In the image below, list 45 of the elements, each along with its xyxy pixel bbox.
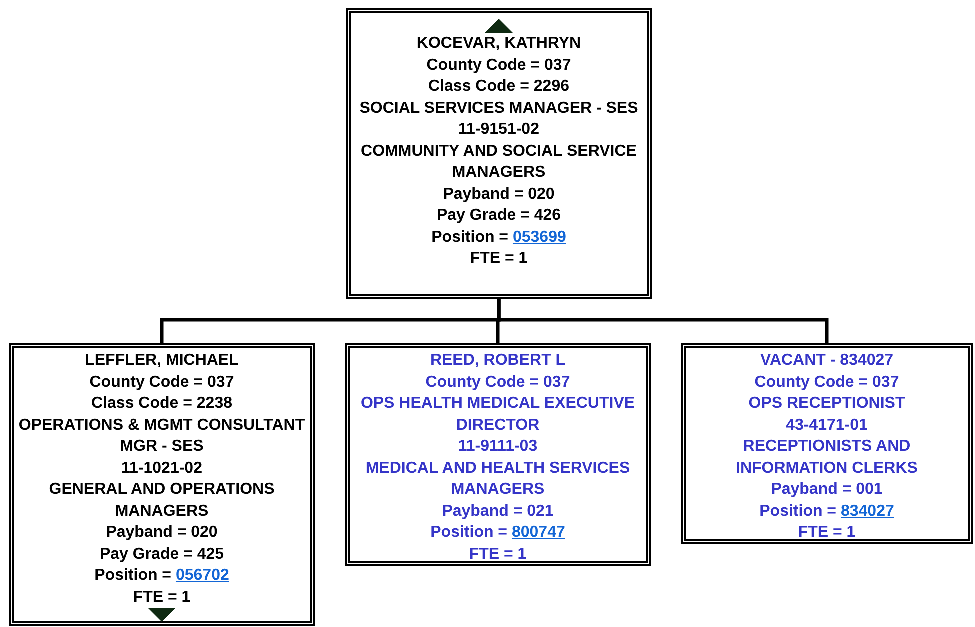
card-text: MEDICAL AND HEALTH SERVICES MANAGERS — [364, 458, 632, 500]
position-label: Position = — [94, 567, 172, 584]
card-text: County Code = 037 — [426, 56, 572, 76]
position-label: Position = — [430, 524, 508, 541]
employee-name: REED, ROBERT L — [429, 351, 567, 371]
card-text: SOCIAL SERVICES MANAGER - SES — [358, 98, 640, 118]
card-text: FTE = 1 — [797, 523, 857, 543]
position-link: 053699 — [512, 228, 566, 246]
employee-card — [9, 343, 315, 626]
card-text: RECEPTIONISTS AND INFORMATION CLERKS — [735, 437, 919, 478]
position-link: 834027 — [840, 502, 894, 520]
card-text: Payband = 020 — [105, 523, 219, 543]
card-text: County Code = 037 — [424, 372, 572, 392]
card-text: Payband = 021 — [441, 502, 555, 522]
employee-name: KOCEVAR, KATHRYN — [416, 34, 582, 54]
card-text: 11-1021-02 — [120, 458, 204, 478]
card-text: 43-4171-01 — [785, 416, 869, 436]
card-text: FTE = 1 — [469, 249, 529, 269]
card-text: FTE = 1 — [468, 544, 528, 564]
card-text: OPERATIONS & MGMT CONSULTANT MGR - SES — [18, 416, 306, 457]
position-link: 800747 — [512, 524, 566, 541]
card-text: County Code = 037 — [88, 372, 236, 392]
card-text: Pay Grade = 425 — [98, 544, 226, 564]
card-text: GENERAL AND OPERATIONS MANAGERS — [48, 480, 276, 522]
card-text: FTE = 1 — [132, 588, 192, 608]
card-text: COMMUNITY AND SOCIAL SERVICE MANAGERS — [360, 142, 638, 183]
card-text: OPS RECEPTIONIST — [748, 394, 906, 414]
card-text: Class Code = 2296 — [428, 77, 570, 97]
card-text: Payband = 020 — [442, 184, 556, 204]
connector-line — [497, 299, 829, 343]
employee-card — [681, 343, 973, 544]
card-text: County Code = 037 — [754, 372, 900, 392]
card-text: Class Code = 2238 — [90, 394, 234, 414]
card-text: 11-9111-03 — [457, 437, 539, 457]
employee-name: LEFFLER, MICHAEL — [84, 351, 240, 371]
employee-card — [346, 8, 652, 299]
card-text: Pay Grade = 426 — [436, 206, 562, 226]
employee-card — [345, 343, 651, 566]
position-label: Position = — [760, 502, 837, 520]
position-label: Position = — [432, 228, 509, 246]
card-text: Payband = 001 — [770, 480, 884, 500]
position-link: 056702 — [176, 567, 230, 584]
card-text: OPS HEALTH MEDICAL EXECUTIVE DIRECTOR — [360, 394, 636, 436]
card-text: 11-9151-02 — [458, 120, 540, 140]
employee-name: VACANT - 834027 — [759, 351, 895, 371]
